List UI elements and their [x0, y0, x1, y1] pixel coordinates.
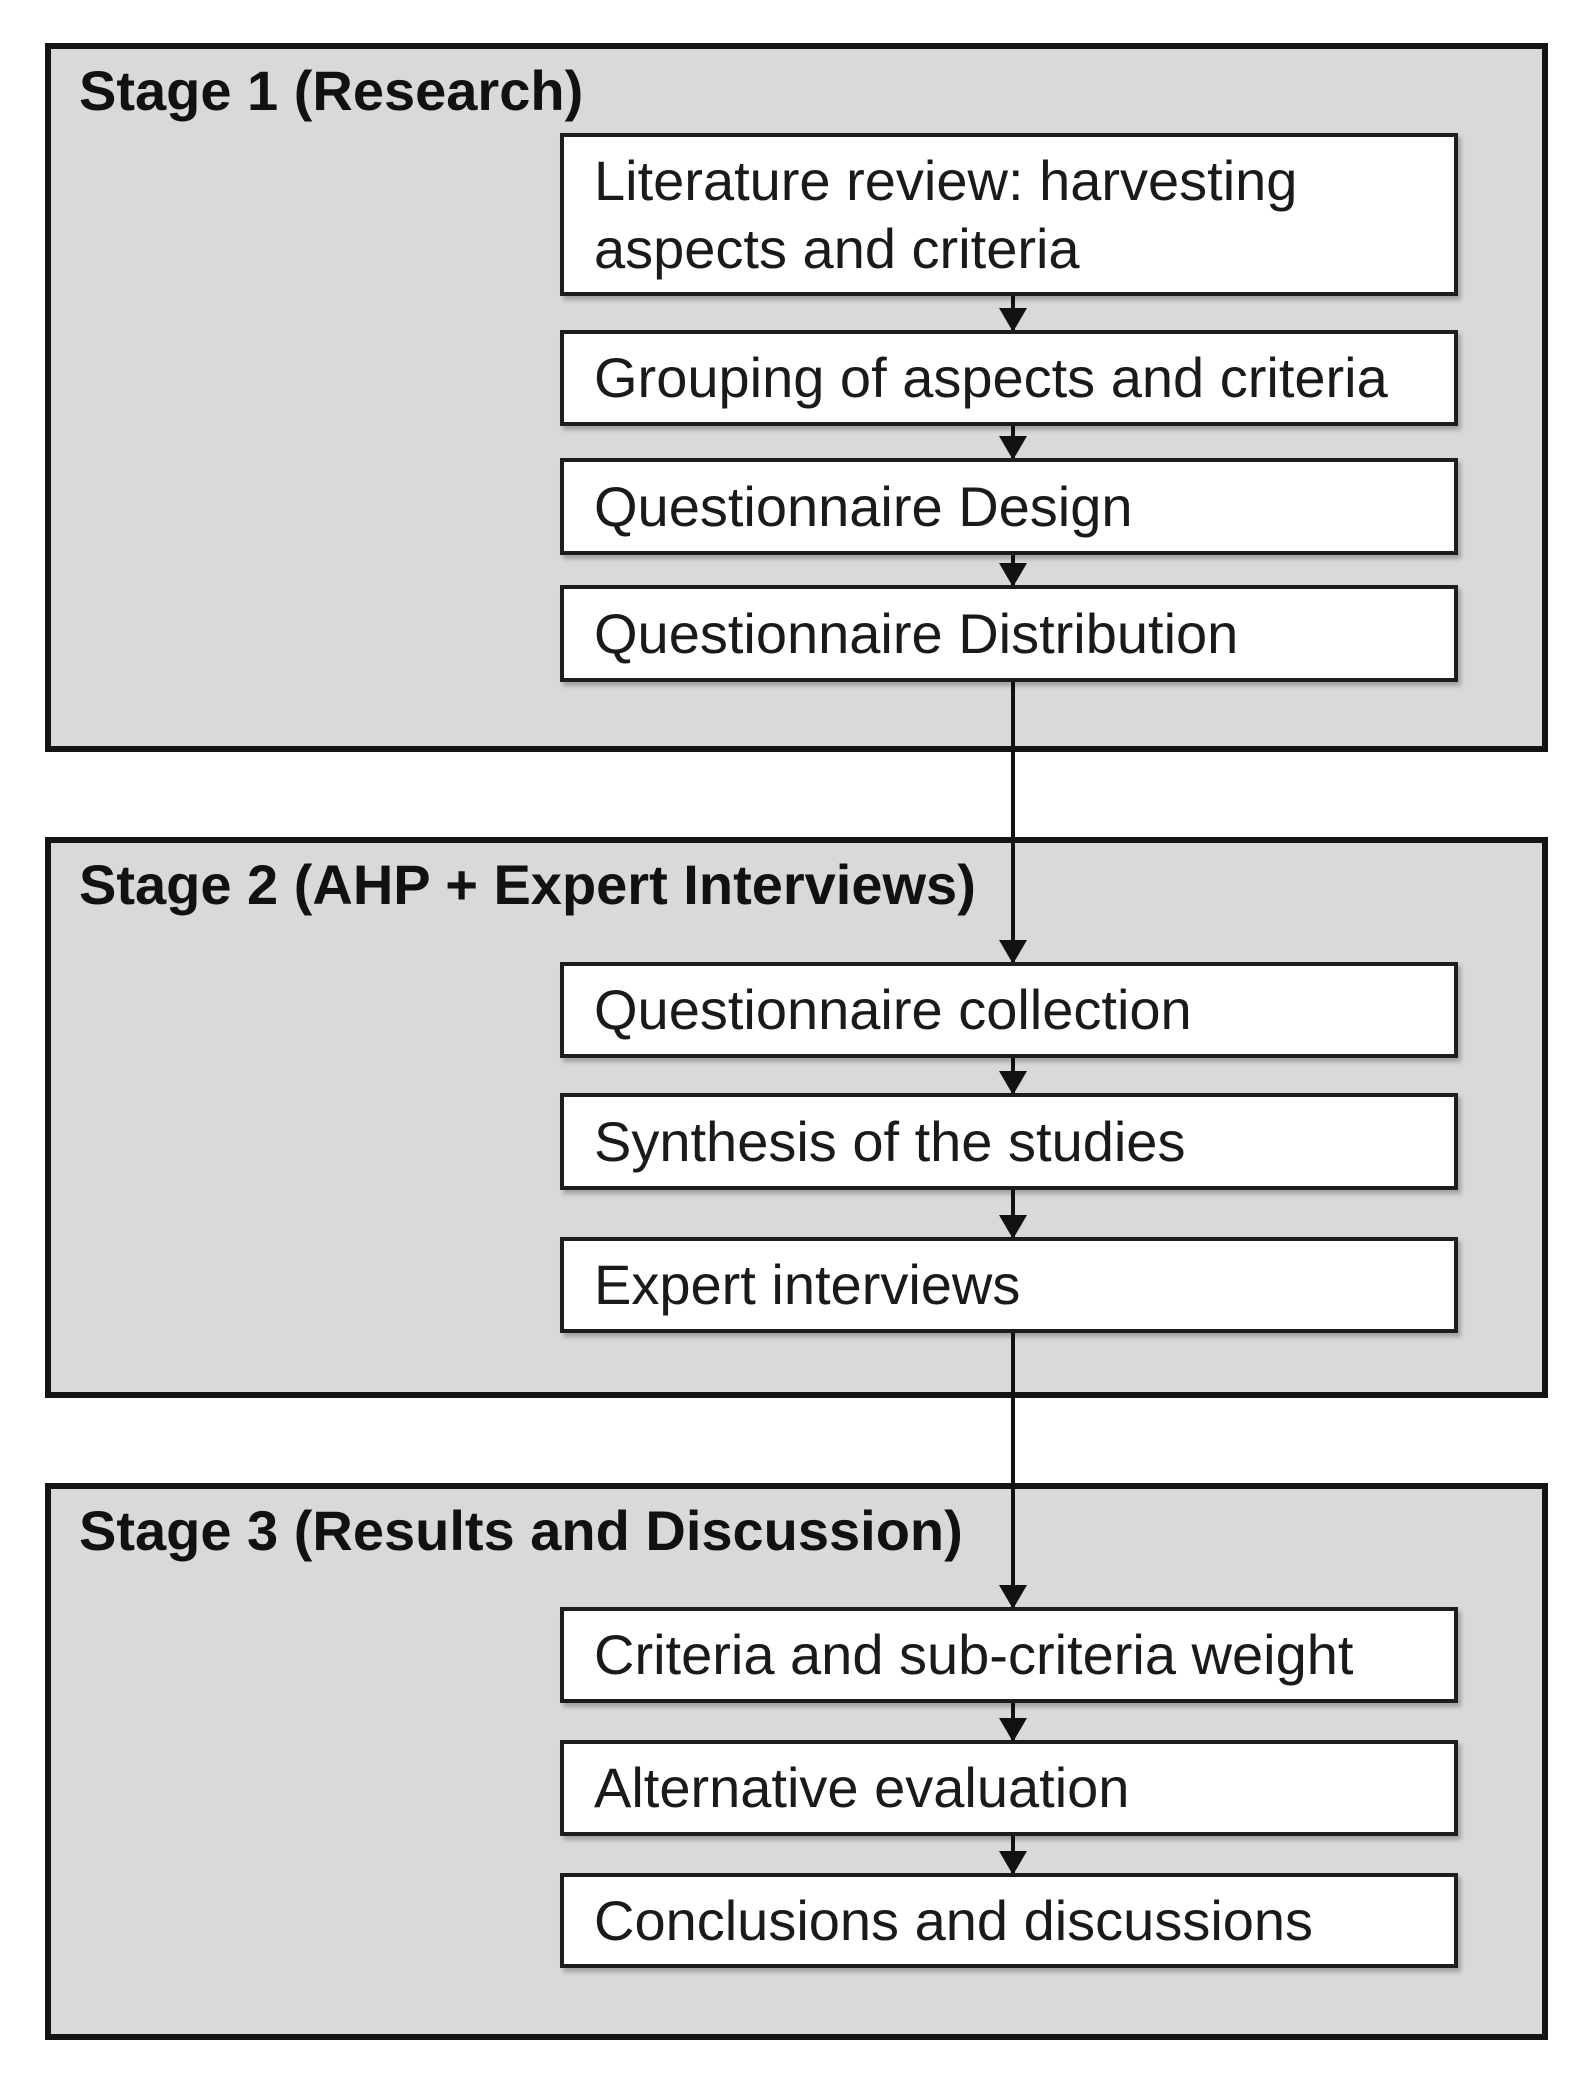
node-grouping-aspects-criteria-label: Grouping of aspects and criteria [594, 346, 1388, 409]
arrowhead-down-icon [999, 1071, 1027, 1095]
node-questionnaire-distribution-label: Questionnaire Distribution [594, 601, 1239, 665]
node-synthesis-of-studies-label: Synthesis of the studies [594, 1109, 1186, 1173]
arrowhead-down-icon [999, 563, 1027, 587]
stage-3-title: Stage 3 (Results and Discussion) [79, 1499, 963, 1562]
stage-1-title: Stage 1 (Research) [79, 59, 584, 122]
node-questionnaire-collection: Questionnaire collection [560, 962, 1458, 1058]
connector-line-stage2-to-stage3 [1011, 1333, 1015, 1609]
node-questionnaire-design-label: Questionnaire Design [594, 474, 1133, 538]
arrowhead-down-icon [999, 1851, 1027, 1875]
stage-2-title: Stage 2 (AHP + Expert Interviews) [79, 853, 976, 916]
connector-line [1011, 1190, 1015, 1239]
node-expert-interviews-label: Expert interviews [594, 1253, 1021, 1316]
node-alternative-evaluation-label: Alternative evaluation [594, 1756, 1130, 1819]
arrowhead-down-icon [999, 1215, 1027, 1239]
node-synthesis-of-studies: Synthesis of the studies [560, 1093, 1458, 1190]
node-conclusions-discussions: Conclusions and discussions [560, 1873, 1458, 1968]
connector-line-stage1-to-stage2 [1011, 682, 1015, 964]
arrowhead-down-icon [999, 1718, 1027, 1742]
node-literature-review-label: Literature review: harvesting aspects an… [594, 148, 1298, 280]
node-literature-review: Literature review: harvesting aspects an… [560, 133, 1458, 296]
arrowhead-down-icon [999, 436, 1027, 460]
node-criteria-subcriteria-weight-label: Criteria and sub-criteria weight [594, 1623, 1354, 1686]
arrowhead-down-icon [999, 940, 1027, 964]
node-conclusions-discussions-label: Conclusions and discussions [594, 1888, 1314, 1952]
node-questionnaire-design: Questionnaire Design [560, 458, 1458, 555]
node-criteria-subcriteria-weight: Criteria and sub-criteria weight [560, 1607, 1458, 1703]
arrowhead-down-icon [999, 1585, 1027, 1609]
node-alternative-evaluation: Alternative evaluation [560, 1740, 1458, 1836]
arrowhead-down-icon [999, 308, 1027, 332]
node-questionnaire-distribution: Questionnaire Distribution [560, 585, 1458, 682]
node-expert-interviews: Expert interviews [560, 1237, 1458, 1333]
node-grouping-aspects-criteria: Grouping of aspects and criteria [560, 330, 1458, 426]
node-questionnaire-collection-label: Questionnaire collection [594, 978, 1192, 1041]
